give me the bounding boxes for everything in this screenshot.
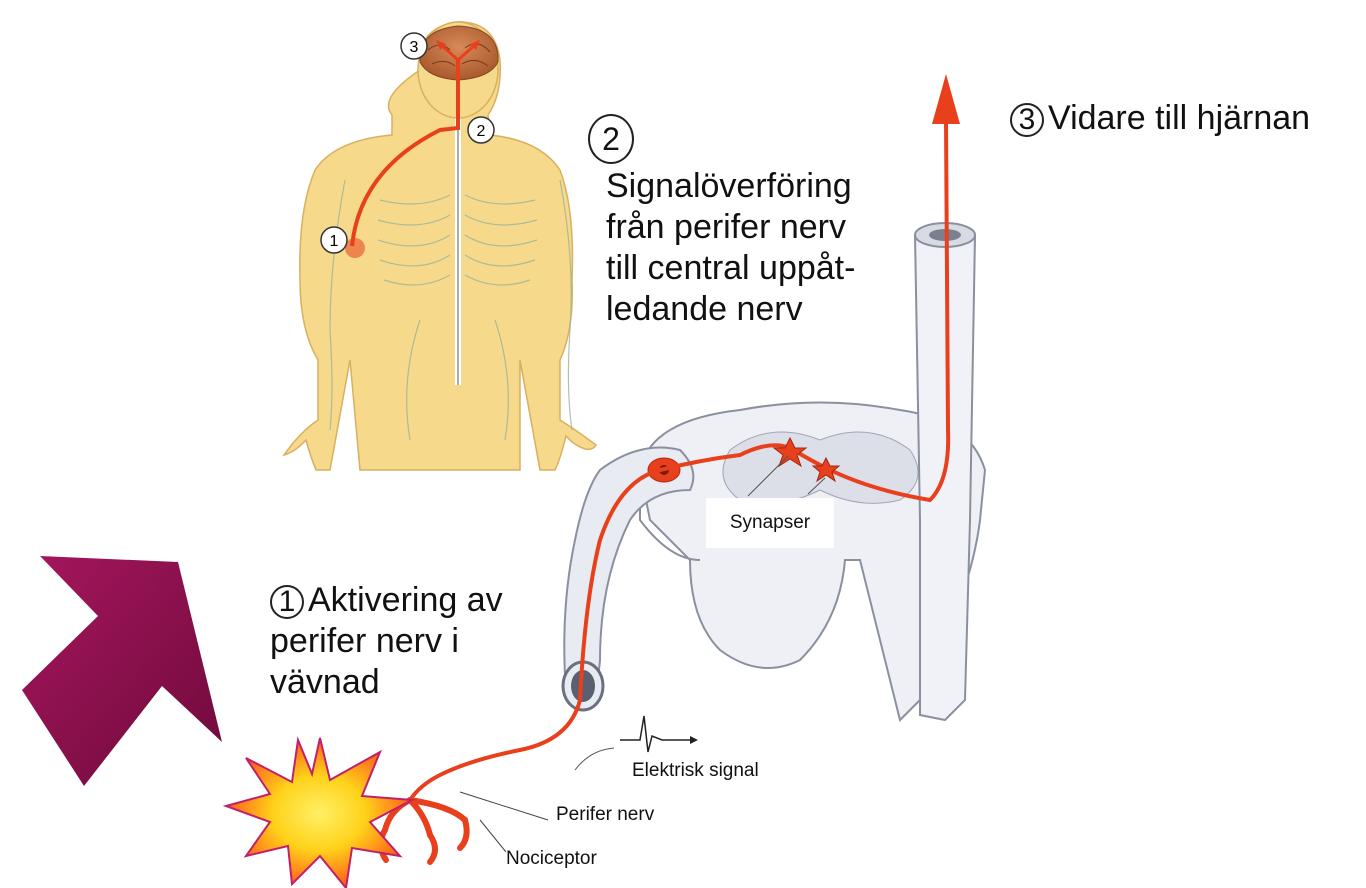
- purple-stimulus-arrow: [22, 556, 222, 786]
- human-body-figure: 1 2 3: [284, 22, 596, 470]
- nociceptor-label: Nociceptor: [506, 848, 597, 870]
- step2-line-1: Signalöverföring: [606, 166, 906, 207]
- step3-text: Vidare till hjärnan: [1048, 99, 1310, 137]
- body-marker-1: 1: [321, 227, 347, 253]
- synapses-label: Synapser: [706, 498, 834, 548]
- electric-signal-label: Elektrisk signal: [632, 760, 759, 782]
- step3-number-circle: 3: [1010, 103, 1044, 137]
- step2-line-2: från perifer nerv: [606, 207, 906, 248]
- step2-number-circle: 2: [588, 114, 634, 164]
- step2-description: Signalöverföring från perifer nerv till …: [606, 166, 906, 330]
- peripheral-nerve-label: Perifer nerv: [556, 804, 654, 826]
- step1-line-3: vävnad: [270, 662, 570, 703]
- step1-line-1-text: Aktivering av: [308, 581, 503, 619]
- pain-stimulus-starburst: [226, 738, 412, 888]
- step1-number-circle: 1: [270, 585, 304, 619]
- step2-line-4: ledande nerv: [606, 289, 906, 330]
- step2-line-3: till central uppåt-: [606, 248, 906, 289]
- body-marker-2: 2: [468, 117, 494, 143]
- svg-text:1: 1: [330, 233, 339, 250]
- svg-text:3: 3: [410, 39, 419, 56]
- step1-line-2: perifer nerv i: [270, 621, 570, 662]
- svg-text:2: 2: [477, 123, 486, 140]
- body-marker-3: 3: [401, 33, 427, 59]
